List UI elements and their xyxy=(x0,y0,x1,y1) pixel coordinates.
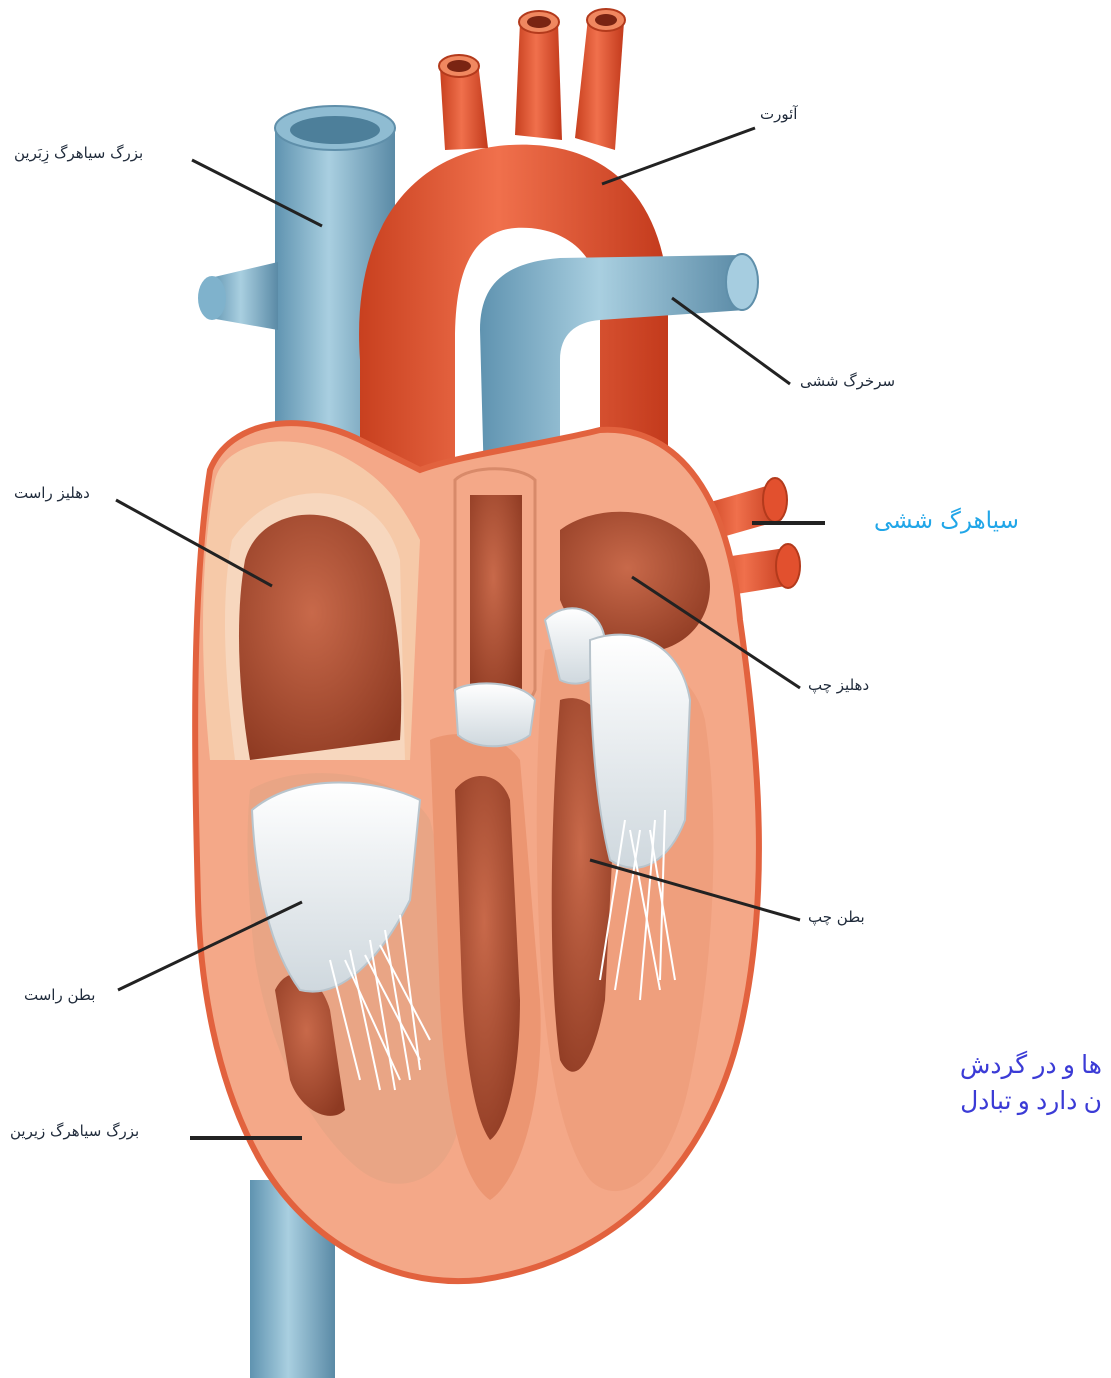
description-text: ها و در گردش ن دارد و تبادل xyxy=(850,1048,1102,1120)
label-superior-vena-cava: بزرگ سیاهرگ زِبَرین xyxy=(14,144,143,162)
label-aorta: آئورت xyxy=(760,105,797,123)
label-pulmonary-vein: سیاهرگ ششی xyxy=(874,508,1019,534)
description-line-2: ن دارد و تبادل xyxy=(850,1084,1102,1120)
label-left-ventricle: بطن چپ xyxy=(808,908,865,926)
label-left-atrium: دهلیز چپ xyxy=(808,676,869,694)
description-line-1: ها و در گردش xyxy=(850,1048,1102,1084)
label-right-atrium: دهلیز راست xyxy=(14,484,90,502)
label-inferior-vena-cava: بزرگ سیاهرگ زیرین xyxy=(10,1122,139,1140)
label-right-ventricle: بطن راست xyxy=(24,986,95,1004)
label-pulmonary-artery: سرخرگ ششی xyxy=(800,372,895,390)
